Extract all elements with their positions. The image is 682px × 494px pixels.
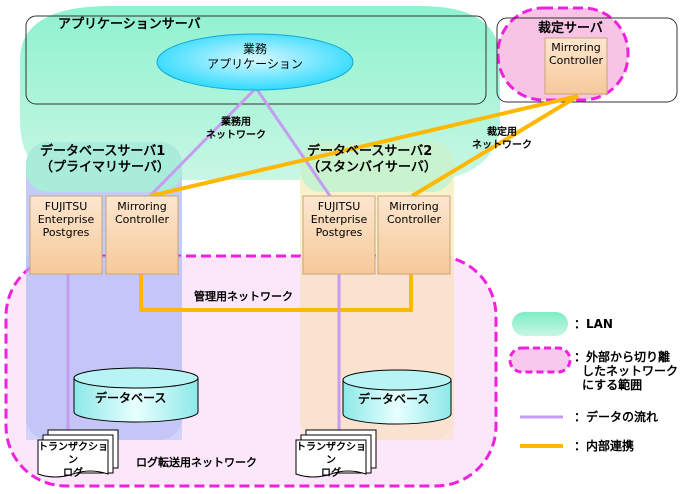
app-server-box [25,15,487,105]
legend-internal-label: ：内部連携 [574,439,635,453]
db1-fep-line1: FUJITSU [44,200,88,213]
business-network-line-2 [254,87,332,197]
db1-fep-box [29,195,103,275]
arbiter-mc-line2: Controller [548,54,604,67]
db1-tx-line1: トランザクション [38,442,108,466]
arbiter-mc-label: Mirroring Controller [545,41,607,67]
business-network-line1-text: 業務用 [221,117,251,128]
db1-mc-line2: Controller [114,213,170,226]
business-app-line2: アプリケーション [207,57,303,71]
db2-database-cylinder [342,369,452,425]
legend-lan-swatch [512,312,568,336]
business-application-ellipse [156,33,354,91]
db2-mc-box [377,195,451,275]
db2-title-line2: （スタンバイサーバ） [307,160,437,175]
business-network-line2-text: ネットワーク [206,130,266,141]
business-network-line-1 [148,86,258,198]
db1-fep-line2: Enterprise [37,213,95,226]
arbiter-title: 裁定サーバ [538,21,603,36]
db1-tx-log-label: トランザクション ログ [38,441,108,480]
db2-title-line1: データベースサーバ2 [307,144,433,159]
db2-transaction-log-icon [295,429,377,478]
db2-mc-line1: Mirroring [389,200,439,213]
arbiter-mc-box [544,37,608,95]
management-network-line [139,272,413,312]
db1-database-cylinder [73,367,199,423]
legend-isolated-label: ：外部から切り離 したネットワーク にする範囲 [574,350,678,392]
db2-tx-line1: トランザクション [296,442,366,466]
db2-tx-log-label: トランザクション ログ [296,441,366,480]
db2-mc-line2: Controller [386,213,442,226]
arbitration-network-line-2 [410,94,580,198]
business-network-label: 業務用 ネットワーク [196,116,276,142]
db2-fep-line3: Postgres [315,226,363,239]
arbiter-mc-line1: Mirroring [551,41,601,54]
legend-data-flow-label: ：データの流れ [574,410,659,424]
arbiter-server-box [496,17,678,103]
legend-isolated-swatch [508,346,572,374]
management-network-label: 管理用ネットワーク [194,290,293,303]
app-server-title: アプリケーションサーバ [58,17,201,32]
db1-mc-label: Mirroring Controller [106,200,178,226]
log-transfer-network-label: ログ転送用ネットワーク [136,456,257,469]
db2-fep-line2: Enterprise [310,213,368,226]
db2-fep-label: FUJITSU Enterprise Postgres [303,200,375,239]
legend-lan-label: ：LAN [574,317,613,331]
db1-mc-line1: Mirroring [117,200,167,213]
arbitration-network-line-1 [149,94,579,198]
legend-isolated-line3: にする範囲 [582,378,643,392]
db1-transaction-log-icon [37,429,119,478]
db1-database-label: データベース [95,391,167,405]
db1-title-line2: （プライマリサーバ） [40,160,170,175]
arbitration-network-line1-text: 裁定用 [487,127,517,138]
db1-fep-line3: Postgres [42,226,90,239]
business-app-label: 業務 アプリケーション [200,42,310,72]
db2-tx-line2: ログ [321,468,341,479]
db2-mc-label: Mirroring Controller [378,200,450,226]
db1-fep-label: FUJITSU Enterprise Postgres [30,200,102,239]
arbitration-network-line2-text: ネットワーク [472,140,532,151]
db2-fep-box [302,195,376,275]
business-app-line1: 業務 [242,42,267,56]
db2-fep-line1: FUJITSU [317,200,361,213]
db1-mc-box [105,195,179,275]
db1-tx-line2: ログ [63,468,83,479]
legend-isolated-line2: したネットワーク [582,364,679,378]
db2-database-label: データベース [358,392,430,406]
legend-isolated-line1: ：外部から切り離 [574,350,671,364]
arbitration-network-label: 裁定用 ネットワーク [462,126,542,152]
db1-title-line1: データベースサーバ1 [40,144,166,159]
